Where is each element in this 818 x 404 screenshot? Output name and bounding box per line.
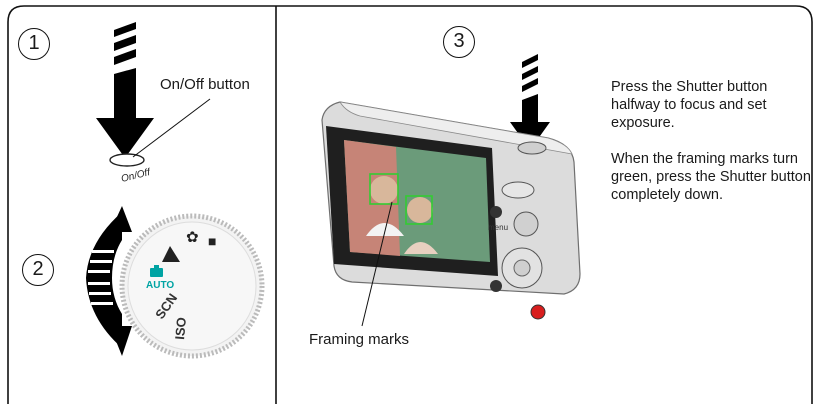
onoff-illustration: On/Off	[70, 16, 270, 186]
instruction-full-press: When the framing marks turn green, press…	[611, 150, 811, 204]
instruction-half-press: Press the Shutter button halfway to focu…	[611, 78, 811, 132]
dial-iso-text: ISO	[172, 317, 189, 341]
dial-auto-text: AUTO	[146, 280, 174, 291]
onoff-button-icon	[110, 154, 144, 166]
press-down-arrow-icon	[96, 68, 154, 158]
review-button	[490, 280, 502, 292]
press-motion-stripes	[114, 22, 136, 65]
step-1-number: 1	[18, 28, 50, 60]
video-icon: ■	[208, 233, 216, 249]
shutter-press-stripes	[522, 54, 538, 92]
framing-marks-label: Framing marks	[309, 331, 409, 349]
mode-button	[490, 206, 502, 218]
camera-illustration: menu	[300, 50, 600, 346]
step-2-number: 2	[22, 254, 54, 286]
onoff-engraved-text: On/Off	[120, 167, 152, 185]
shutter-button	[518, 142, 546, 154]
menu-button-label: menu	[488, 223, 508, 232]
share-button	[531, 305, 545, 319]
portrait-flower-icon: ✿	[186, 229, 199, 246]
mode-dial-illustration: AUTO ✿ ■ SCN ISO	[80, 206, 270, 366]
zoom-button	[502, 182, 534, 198]
onoff-button-label: On/Off button	[160, 76, 250, 94]
control-dial	[514, 212, 538, 236]
